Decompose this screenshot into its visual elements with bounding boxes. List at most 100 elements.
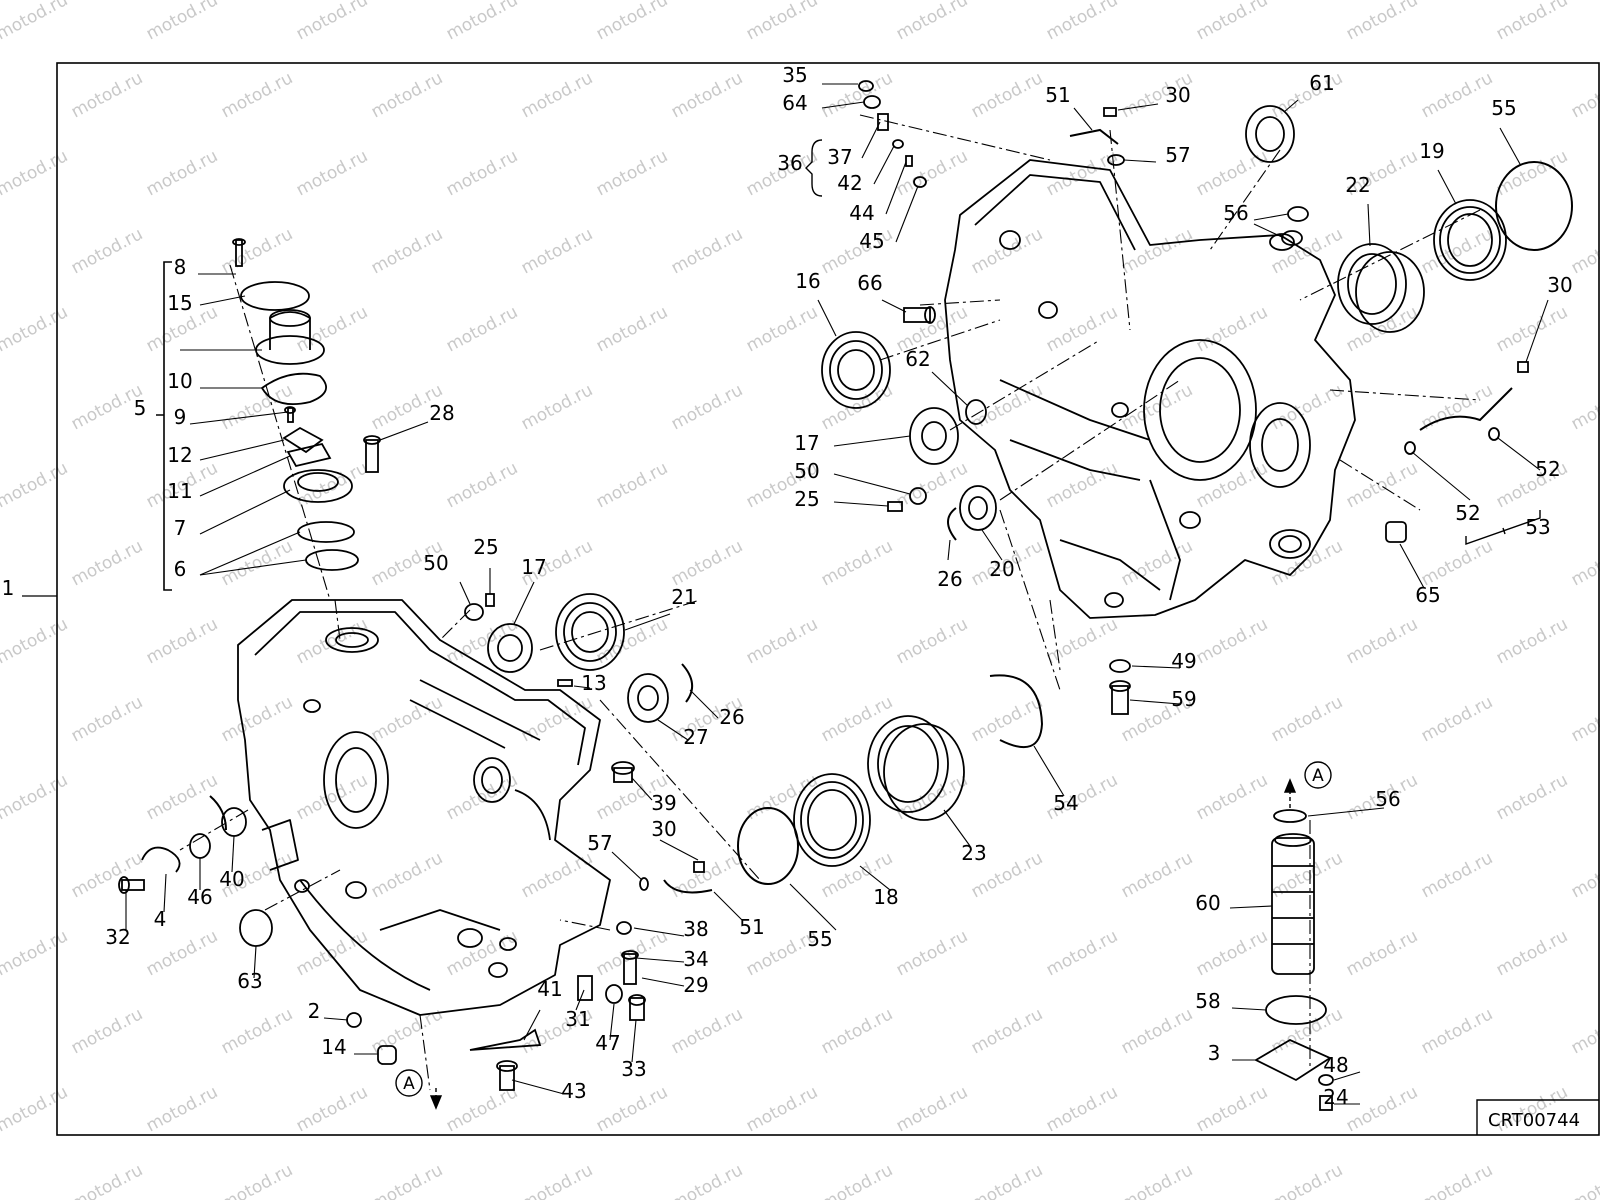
part-label-32: 32 [105, 925, 130, 949]
watermark-text: motod.ru [368, 68, 446, 122]
watermark-text: motod.ru [68, 536, 146, 590]
part-label-4: 4 [154, 907, 167, 931]
part-screw-34 [621, 950, 639, 985]
callout-A: A [395, 1069, 423, 1097]
part-screw-8 [232, 238, 246, 267]
part-washer-50-left [464, 603, 484, 621]
watermark-text: motod.ru [518, 68, 596, 122]
watermark-text: motod.ru [368, 224, 446, 278]
watermark-text: motod.ru [593, 146, 671, 200]
watermark-text: motod.ru [743, 302, 821, 356]
watermark-text: motod.ru [1418, 848, 1496, 902]
part-plate-12 [282, 426, 324, 454]
watermark-text: motod.ru [1118, 380, 1196, 434]
part-label-19: 19 [1419, 139, 1444, 163]
watermark-text: motod.ru [1493, 770, 1571, 824]
part-ball-45 [913, 176, 927, 188]
watermark-text: motod.ru [143, 146, 221, 200]
watermark-text: motod.ru [368, 1160, 446, 1200]
part-label-2: 2 [308, 999, 321, 1023]
part-bolt-33 [628, 994, 646, 1021]
part-label-8: 8 [174, 255, 187, 279]
watermark-text: motod.ru [1268, 848, 1346, 902]
watermark-text: motod.ru [893, 614, 971, 668]
part-sleeve-23 [867, 715, 965, 821]
drawing-code-box [1476, 1099, 1599, 1135]
part-dowel-2 [346, 1012, 362, 1028]
watermark-text: motod.ru [1193, 926, 1271, 980]
part-label-37: 37 [827, 145, 852, 169]
part-ball-42 [892, 139, 904, 149]
callout-letter: A [403, 1074, 415, 1094]
part-wing-41 [469, 1028, 542, 1051]
watermark-text: motod.ru [68, 1004, 146, 1058]
part-pin-13 [557, 679, 573, 687]
watermark-text: motod.ru [443, 302, 521, 356]
part-label-30: 30 [1165, 83, 1190, 107]
exploded-components [118, 80, 1573, 1111]
part-bearing-27 [627, 673, 669, 723]
part-label-55: 55 [807, 927, 832, 951]
watermark-text: motod.ru [68, 1160, 146, 1200]
part-stud-31 [577, 975, 593, 1001]
part-label-14: 14 [321, 1035, 346, 1059]
part-filter-60 [1271, 833, 1315, 975]
watermark-text: motod.ru [293, 614, 371, 668]
watermark-text: motod.ru [893, 146, 971, 200]
part-label-59: 59 [1171, 687, 1196, 711]
watermark-text: motod.ru [668, 1004, 746, 1058]
part-label-11: 11 [167, 479, 192, 503]
part-label-29: 29 [683, 973, 708, 997]
bracket-group-36 [805, 139, 823, 197]
part-oring-56-filter [1273, 809, 1307, 823]
part-seal-62 [965, 399, 987, 425]
watermark-text: motod.ru [668, 224, 746, 278]
watermark-text: motod.ru [818, 692, 896, 746]
watermark-text: motod.ru [443, 146, 521, 200]
watermark-text: motod.ru [818, 1160, 896, 1200]
watermark-text: motod.ru [68, 848, 146, 902]
watermark-text: motod.ru [1043, 0, 1121, 44]
bracket-group-53 [1465, 510, 1541, 545]
watermark-text: motod.ru [1268, 1004, 1346, 1058]
part-label-36: 36 [777, 151, 802, 175]
part-label-66: 66 [857, 271, 882, 295]
watermark-text: motod.ru [593, 614, 671, 668]
part-spring-37 [877, 113, 889, 131]
callout-circle [395, 1069, 423, 1097]
watermark-text: motod.ru [1343, 614, 1421, 668]
part-bearing-20 [959, 485, 997, 531]
part-cap-35 [858, 80, 874, 92]
part-bushing-38 [616, 921, 632, 935]
part-plug-39 [611, 761, 635, 783]
part-circlip-55-right [1495, 161, 1573, 251]
watermark-text: motod.ru [1043, 926, 1121, 980]
part-circlip-55-center [737, 807, 799, 885]
watermark-text: motod.ru [968, 68, 1046, 122]
part-label-31: 31 [565, 1007, 590, 1031]
watermark-text: motod.ru [0, 0, 71, 44]
watermark-text: motod.ru [743, 0, 821, 44]
part-label-17: 17 [521, 555, 546, 579]
watermark-text: motod.ru [0, 614, 71, 668]
watermark-text: motod.ru [293, 458, 371, 512]
part-label-51: 51 [1045, 83, 1070, 107]
watermark-text: motod.ru [143, 926, 221, 980]
part-label-18: 18 [873, 885, 898, 909]
part-washer-52b [1404, 441, 1416, 455]
watermark-text: motod.ru [443, 926, 521, 980]
watermark-text: motod.ru [1568, 1160, 1600, 1200]
part-label-60: 60 [1195, 891, 1220, 915]
watermark-text: motod.ru [68, 68, 146, 122]
part-bearing-17-right [909, 407, 959, 465]
part-cap-7 [283, 469, 353, 503]
part-label-48: 48 [1323, 1053, 1348, 1077]
part-oring-15 [240, 281, 310, 311]
part-label-54: 54 [1053, 791, 1078, 815]
watermark-text: motod.ru [518, 380, 596, 434]
part-screw-24 [1319, 1095, 1333, 1111]
watermark-text: motod.ru [0, 926, 71, 980]
callout-A: A [1304, 761, 1332, 789]
leader-lines [125, 83, 1549, 1105]
